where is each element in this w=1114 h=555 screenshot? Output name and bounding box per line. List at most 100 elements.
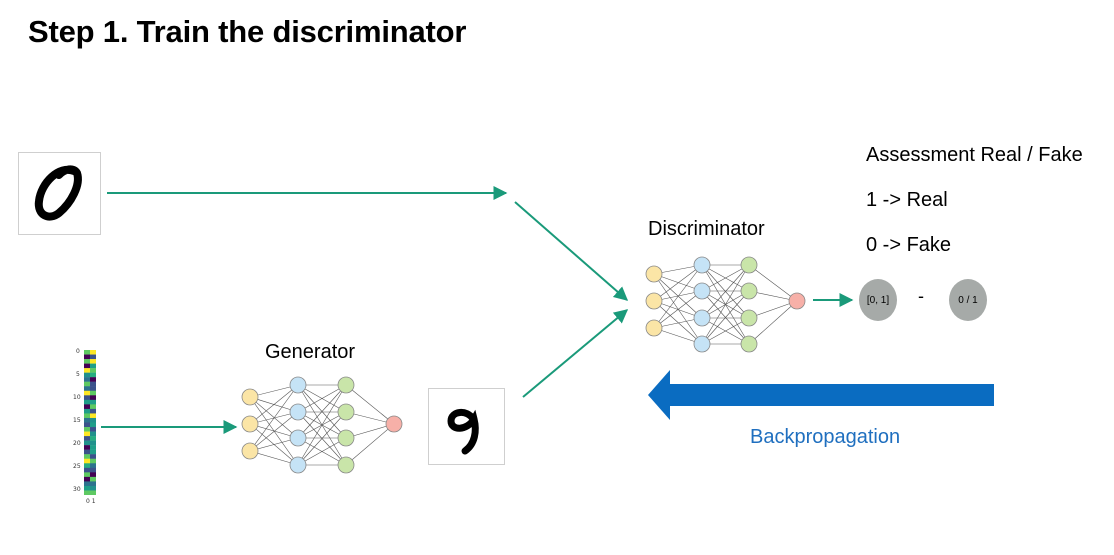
generator-edge: [345, 384, 395, 425]
noise-cell: [84, 417, 90, 423]
noise-tick-20: 20: [73, 440, 81, 447]
noise-cell: [90, 413, 96, 419]
noise-cell: [84, 481, 90, 487]
noise-cell: [84, 445, 90, 450]
discriminator-node: [693, 335, 711, 353]
generator-edge: [297, 384, 347, 466]
noise-cell: [90, 463, 96, 469]
noise-cell: [90, 458, 96, 464]
noise-cell: [84, 404, 90, 410]
real-to-discriminator-arrow: [514, 201, 629, 301]
noise-cell: [90, 490, 96, 495]
discriminator-node: [645, 319, 663, 337]
generator-node: [337, 376, 355, 394]
generator-label: Generator: [265, 341, 356, 363]
real-rule-text: 1 -> Real: [866, 189, 948, 211]
discriminator-edge: [701, 290, 750, 345]
noise-cell: [90, 440, 96, 446]
noise-cell: [90, 399, 96, 405]
generator-edge: [297, 411, 347, 466]
noise-cell: [84, 422, 90, 428]
noise-cell: [90, 467, 96, 473]
noise-cell: [84, 350, 90, 355]
noise-cell: [84, 467, 90, 473]
generator-edge: [249, 411, 299, 452]
generator-node: [337, 456, 355, 474]
discriminator-edge: [653, 273, 703, 345]
discriminator-edge: [653, 273, 703, 292]
noise-cell: [90, 436, 96, 441]
noise-cell: [84, 377, 90, 382]
discriminator-label: Discriminator: [648, 218, 765, 240]
generator-edge: [297, 384, 347, 439]
noise-cell: [90, 417, 96, 423]
noise-cell: [90, 427, 96, 432]
noise-cell: [84, 359, 90, 364]
noise-cell: [90, 395, 96, 401]
noise-cell: [84, 449, 90, 455]
discriminator-edge: [653, 264, 703, 302]
discriminator-node: [740, 309, 758, 327]
generator-node: [241, 388, 259, 406]
discriminator-network: [645, 256, 806, 353]
noise-tick-15: 15: [73, 417, 81, 424]
discriminator-edge: [653, 290, 703, 329]
discriminator-edge: [701, 317, 750, 345]
generated-digit-image: [428, 388, 505, 465]
noise-cell: [90, 404, 96, 410]
discriminator-edge: [701, 264, 750, 292]
discriminator-edge: [653, 327, 703, 345]
generator-node: [241, 442, 259, 460]
generator-edge: [249, 384, 299, 425]
noise-cell: [90, 408, 96, 414]
noise-tick-10: 10: [73, 394, 81, 401]
real-digit-image: [18, 152, 101, 235]
noise-cell: [90, 449, 96, 455]
noise-cell: [90, 381, 96, 387]
discriminator-node: [740, 256, 758, 274]
prediction-output-node: [0, 1]: [859, 279, 897, 321]
noise-tick-5: 5: [76, 371, 80, 378]
discriminator-node: [740, 335, 758, 353]
noise-cell: [84, 372, 90, 378]
noise-cell: [84, 413, 90, 419]
minus-operator: -: [918, 286, 924, 306]
generator-edge: [345, 423, 395, 466]
noise-cell: [84, 454, 90, 459]
discriminator-edge: [748, 300, 798, 345]
discriminator-edge: [653, 264, 703, 329]
discriminator-edge: [701, 264, 750, 345]
noise-cell: [90, 363, 96, 369]
generator-node: [385, 415, 403, 433]
noise-cell: [90, 476, 96, 482]
noise-cell: [84, 463, 90, 469]
noise-cell: [90, 445, 96, 450]
fake-to-discriminator-arrow: [522, 309, 629, 398]
noise-cell: [84, 354, 90, 360]
discriminator-node: [645, 265, 663, 283]
noise-cell: [90, 359, 96, 364]
backpropagation-label: Backpropagation: [750, 426, 901, 448]
noise-cell: [84, 458, 90, 464]
discriminator-node: [693, 256, 711, 274]
noise-cell: [84, 490, 90, 495]
discriminator-node: [788, 292, 806, 310]
noise-cell: [90, 472, 96, 478]
noise-cell: [84, 363, 90, 369]
noise-cell: [84, 390, 90, 396]
generator-node: [289, 456, 307, 474]
noise-cell: [90, 431, 96, 437]
generator-node: [241, 415, 259, 433]
discriminator-node: [740, 282, 758, 300]
generator-node: [289, 403, 307, 421]
discriminator-edge: [748, 264, 798, 302]
generator-edge: [249, 384, 299, 452]
noise-cell: [90, 454, 96, 459]
fake-rule-text: 0 -> Fake: [866, 234, 952, 256]
noise-cell: [84, 485, 90, 491]
noise-cell: [84, 408, 90, 414]
noise-cell: [84, 381, 90, 387]
noise-cell: [84, 472, 90, 478]
generator-edge: [297, 437, 347, 466]
